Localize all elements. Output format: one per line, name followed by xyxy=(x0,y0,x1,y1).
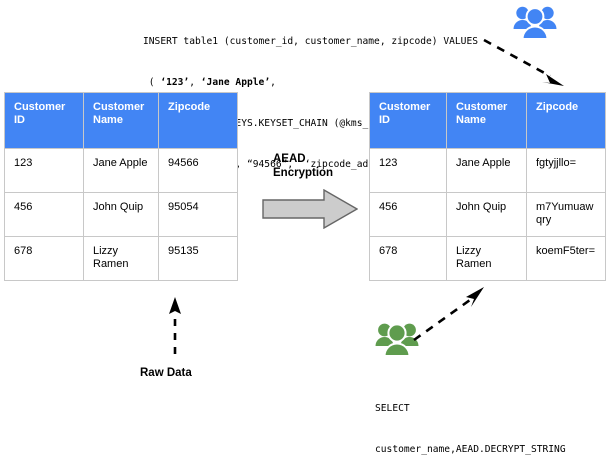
cell-customer-name: Jane Apple xyxy=(83,148,159,193)
dashed-down-right-arrow-icon xyxy=(480,36,572,92)
header-line-1: Zipcode xyxy=(536,101,579,113)
table-row: 678 Lizzy Ramen 95135 xyxy=(4,236,238,281)
insert-sql-line2-suffix: , xyxy=(270,76,276,88)
insert-sql-line-2: ( ‘123’, ‘Jane Apple’, xyxy=(143,76,478,90)
header-line-1: Customer xyxy=(14,101,66,113)
header-line-2: ID xyxy=(14,114,25,126)
cell-customer-name: Lizzy Ramen xyxy=(83,236,159,281)
header-line-1: Customer xyxy=(93,101,145,113)
right-block-arrow-icon xyxy=(262,188,359,230)
table-row: 123 Jane Apple 94566 xyxy=(4,148,238,193)
table-row: 678 Lizzy Ramen koemF5ter= xyxy=(369,236,606,281)
cell-customer-name: Lizzy Ramen xyxy=(446,236,527,281)
cell-customer-name: Jane Apple xyxy=(446,148,527,193)
header-line-2: ID xyxy=(379,114,390,126)
raw-data-label: Raw Data xyxy=(140,367,192,379)
table-row: 123 Jane Apple fgtyjjllo= xyxy=(369,148,606,193)
cell-zipcode: fgtyjjllo= xyxy=(526,148,606,193)
column-header-zipcode: Zipcode xyxy=(526,92,606,149)
cell-customer-id: 456 xyxy=(369,192,447,237)
select-sql-line-1: SELECT xyxy=(375,403,410,415)
dashed-up-arrow-icon xyxy=(160,296,190,354)
dashed-up-right-arrow-icon xyxy=(412,280,494,342)
cell-customer-id: 123 xyxy=(369,148,447,193)
header-line-1: Zipcode xyxy=(168,101,211,113)
cell-customer-id: 678 xyxy=(4,236,84,281)
header-line-1: Customer xyxy=(456,101,508,113)
cell-customer-id: 123 xyxy=(4,148,84,193)
insert-sql-value-name: ‘Jane Apple’ xyxy=(200,76,271,88)
cell-customer-id: 456 xyxy=(4,192,84,237)
cell-customer-name: John Quip xyxy=(446,192,527,237)
insert-sql-line-1: INSERT table1 (customer_id, customer_nam… xyxy=(143,36,479,48)
cell-zipcode: koemF5ter= xyxy=(526,236,606,281)
cell-zipcode: 95054 xyxy=(158,192,238,237)
table-row: 456 John Quip m7Yumuaw qry xyxy=(369,192,606,237)
header-line-1: Customer xyxy=(379,101,431,113)
cell-zipcode: 95135 xyxy=(158,236,238,281)
cell-zipcode: m7Yumuaw qry xyxy=(526,192,606,237)
table-row: 456 John Quip 95054 xyxy=(4,192,238,237)
aead-encryption-label: AEAD Encryption xyxy=(273,153,334,179)
cell-customer-id: 678 xyxy=(369,236,447,281)
cell-zipcode: 94566 xyxy=(158,148,238,193)
select-sql-line-2: customer_name,AEAD.DECRYPT_STRING xyxy=(375,443,566,455)
header-line-2: Name xyxy=(93,114,123,126)
column-header-zipcode: Zipcode xyxy=(158,92,238,149)
people-group-icon-green xyxy=(374,318,420,360)
insert-sql-line2-prefix: ( xyxy=(143,76,161,88)
select-sql-statement: SELECT customer_name,AEAD.DECRYPT_STRING… xyxy=(375,375,566,469)
header-line-2: Name xyxy=(456,114,486,126)
insert-sql-value-id: ‘123’ xyxy=(160,76,190,88)
people-group-icon-blue xyxy=(512,2,558,42)
cell-customer-name: John Quip xyxy=(83,192,159,237)
insert-sql-line2-mid: , xyxy=(189,76,201,88)
